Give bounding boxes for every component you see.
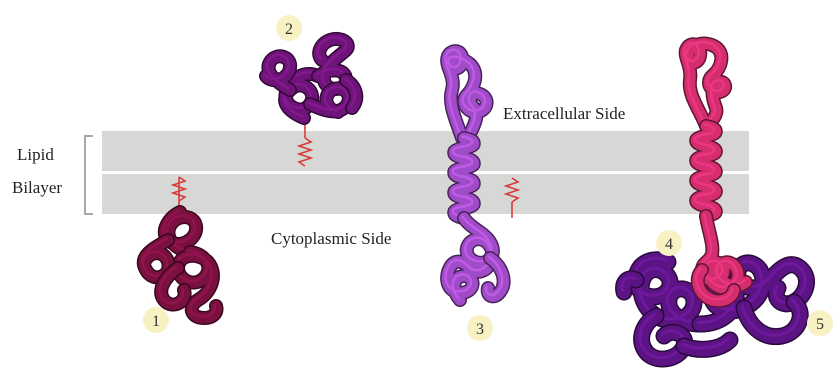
outer-leaflet xyxy=(102,131,749,171)
protein-1-number: 1 xyxy=(152,313,160,330)
protein-5-number: 5 xyxy=(816,316,824,333)
protein-4 xyxy=(684,42,746,301)
extracellular-side-label: Extracellular Side xyxy=(503,104,625,123)
bilayer-label: Bilayer xyxy=(12,178,62,197)
protein-3-number: 3 xyxy=(476,321,484,338)
cytoplasmic-side-label: Cytoplasmic Side xyxy=(271,229,391,248)
protein-2-number: 2 xyxy=(285,21,293,38)
protein-4-number: 4 xyxy=(665,236,673,253)
lipid-label: Lipid xyxy=(17,145,54,164)
protein-2 xyxy=(265,37,357,118)
inner-leaflet xyxy=(102,174,749,214)
protein-1-badge: 1 xyxy=(143,307,169,333)
protein-5-badge: 5 xyxy=(807,310,833,336)
protein-1 xyxy=(142,211,216,319)
bilayer-bracket xyxy=(85,136,93,214)
lipid-bilayer xyxy=(102,131,749,214)
protein-2-badge: 2 xyxy=(276,15,302,41)
protein-4-badge: 4 xyxy=(656,230,682,256)
protein-3-badge: 3 xyxy=(467,315,493,341)
